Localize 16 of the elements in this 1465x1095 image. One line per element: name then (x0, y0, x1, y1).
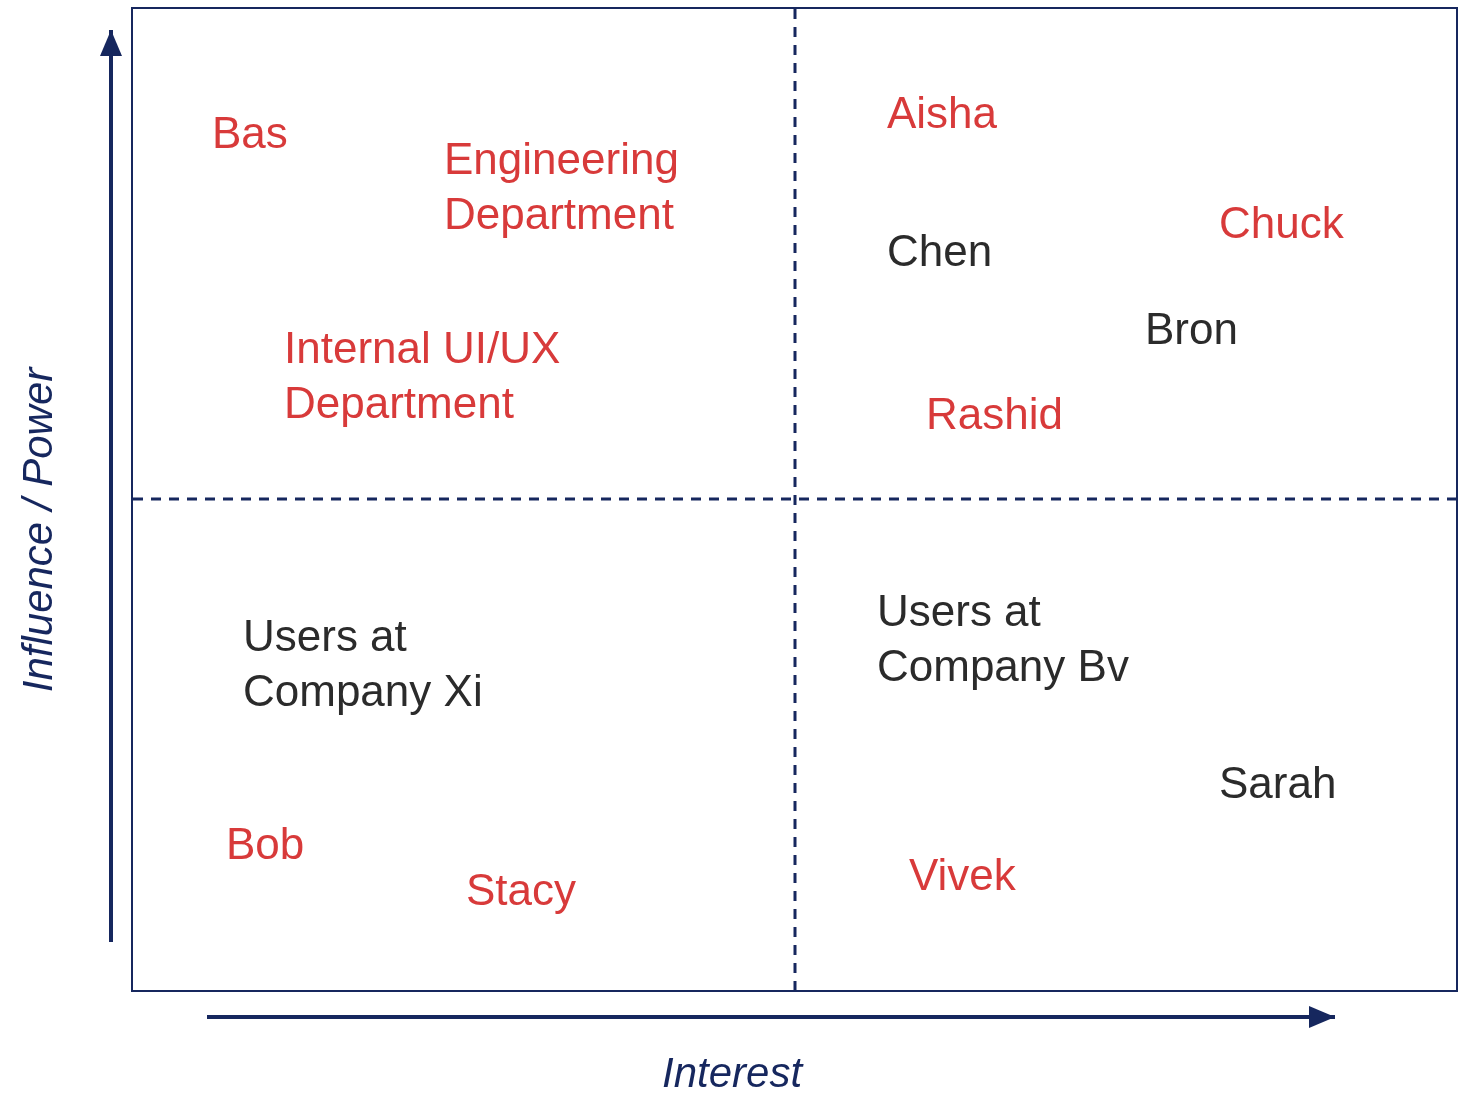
stakeholder-label: Users at Company Xi (243, 610, 484, 717)
stakeholder-label: Bron (1145, 303, 1238, 355)
stakeholder-label: Internal UI/UX Department (284, 322, 562, 429)
stakeholder-label: Chen (887, 225, 993, 277)
stakeholder-label: Bob (226, 818, 305, 870)
stakeholder-label: Bas (212, 107, 288, 159)
stakeholder-label: Sarah (1219, 757, 1337, 809)
stakeholder-label: Aisha (887, 87, 998, 139)
stakeholder-label: Rashid (926, 388, 1063, 440)
stakeholder-label: Stacy (466, 864, 577, 916)
axis-title: Influence / Power (12, 367, 62, 693)
stakeholder-label: Users at Company Bv (877, 585, 1130, 692)
stakeholder-label: Chuck (1219, 197, 1344, 249)
stakeholder-label: Vivek (909, 849, 1016, 901)
axis-title: Interest (662, 1048, 803, 1095)
stakeholder-label: Engineering Department (444, 133, 680, 240)
